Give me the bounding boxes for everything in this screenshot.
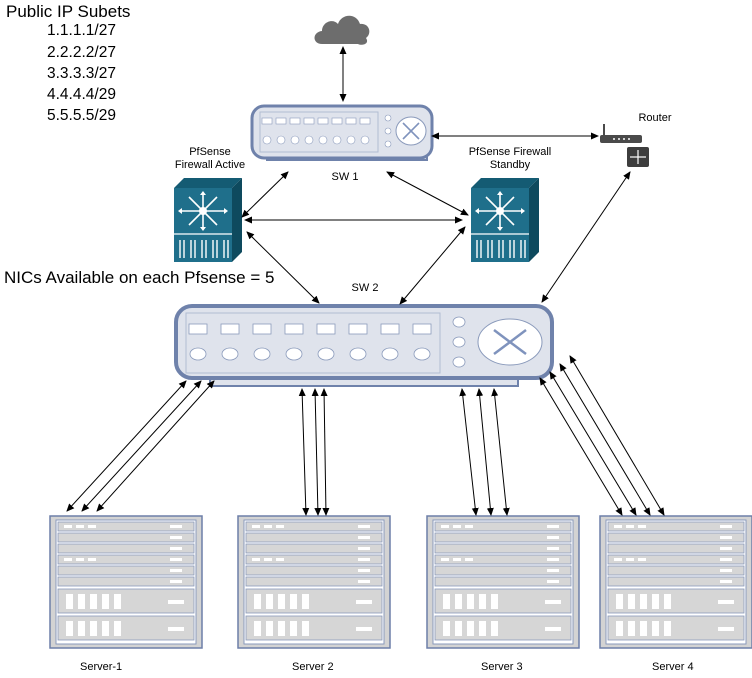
fw-active-label-1: PfSense: [189, 146, 231, 158]
server-3-rack-icon: [426, 515, 580, 649]
sw1-label: SW 1: [331, 171, 359, 183]
link-sw2-server3-a: [459, 388, 479, 516]
server-1-label: Server-1: [80, 661, 123, 673]
link-sw2-server4-b: [549, 371, 637, 516]
cloud-icon: [314, 15, 370, 45]
fw-standby-label-2: Standby: [489, 159, 531, 171]
server-1-rack-icon: [49, 515, 203, 649]
subnets-title: Public IP Subets: [6, 2, 131, 21]
server-3-label: Server 3: [481, 661, 523, 673]
link-sw2-server1-a: [66, 380, 187, 512]
link-sw1-fw-active: [241, 171, 289, 218]
sw2-label: SW 2: [351, 282, 379, 294]
link-sw2-server4-d: [569, 355, 665, 516]
subnet-item: 2.2.2.2/27: [47, 44, 116, 61]
nics-note: NICs Available on each Pfsense = 5: [4, 268, 275, 287]
router-label: Router: [638, 112, 672, 124]
link-sw2-server4-c: [559, 363, 651, 516]
link-sw2-server2-c: [320, 388, 330, 516]
link-sw1-fw-standby: [386, 171, 469, 216]
sw2-switch-icon: [174, 304, 554, 387]
subnet-item: 5.5.5.5/29: [47, 107, 116, 124]
link-sw2-server2-b: [311, 388, 322, 516]
link-router-sw2: [541, 171, 631, 303]
link-fw-active-sw2: [246, 231, 320, 304]
firewall-active-icon: [173, 177, 243, 263]
router-icon: [600, 124, 649, 167]
firewall-standby-icon: [470, 177, 540, 263]
link-sw2-server3-c: [491, 388, 510, 516]
connection-links: [66, 46, 665, 516]
link-sw2-server2-a: [298, 388, 310, 516]
subnet-item: 3.3.3.3/27: [47, 65, 116, 82]
link-sw2-server1-b: [81, 380, 202, 512]
server-4-rack-icon: [599, 515, 752, 649]
sw1-switch-icon: [250, 104, 434, 161]
server-2-rack-icon: [237, 515, 391, 649]
link-sw2-server3-b: [476, 388, 494, 516]
link-sw2-server1-c: [96, 380, 215, 512]
server-2-label: Server 2: [292, 661, 334, 673]
fw-active-label-2: Firewall Active: [174, 159, 246, 171]
server-4-label: Server 4: [652, 661, 694, 673]
link-fw-standby-sw2: [399, 226, 466, 305]
subnet-item: 4.4.4.4/29: [47, 86, 116, 103]
subnet-item: 1.1.1.1/27: [47, 22, 116, 39]
fw-standby-label-1: PfSense Firewall: [468, 146, 552, 158]
